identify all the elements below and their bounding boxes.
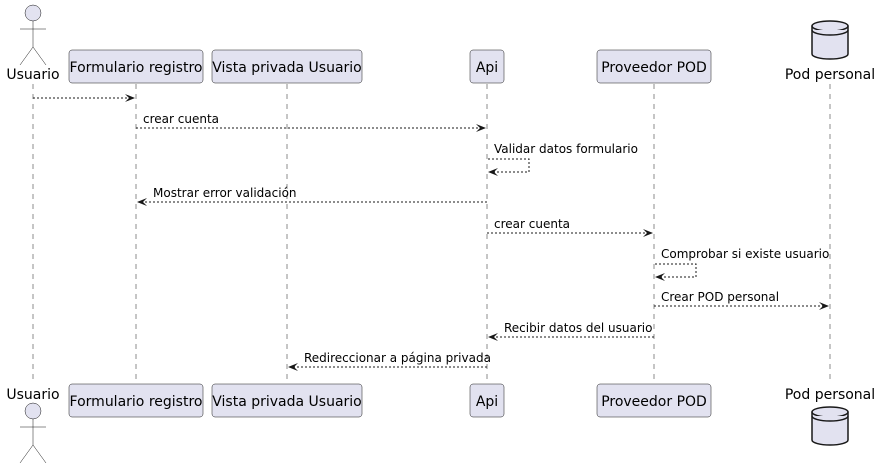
participant-box <box>469 383 505 418</box>
participant-top-proveedor: Proveedor POD <box>596 49 712 84</box>
database-icon <box>811 406 849 446</box>
participant-bottom-pod: Pod personal <box>785 387 875 446</box>
participants-bottom: Usuario Formulario registro Vista privada … <box>6 383 875 464</box>
message-3: Validar datos formulario <box>488 142 638 176</box>
message-8: Recibir datos del usuario <box>488 321 654 341</box>
message-6: Comprobar si existe usuario <box>655 247 829 281</box>
participant-label: Pod personal <box>785 387 875 403</box>
participant-top-vista: Vista privada Usuario <box>211 49 363 84</box>
message-7: Crear POD personal <box>654 290 829 310</box>
actor-icon <box>19 4 47 66</box>
participant-top-usuario: Usuario <box>6 4 60 83</box>
message-2: crear cuenta <box>136 112 486 132</box>
actor-icon <box>19 402 47 464</box>
participant-label: Proveedor POD <box>601 60 707 76</box>
message-1 <box>33 94 135 102</box>
database-icon <box>811 20 849 60</box>
participant-box <box>211 383 363 418</box>
participant-box <box>469 49 505 84</box>
message-label: Comprobar si existe usuario <box>661 247 829 261</box>
message-5: crear cuenta <box>487 217 653 237</box>
participant-bottom-api: Api <box>469 383 505 418</box>
message-label: Validar datos formulario <box>494 142 638 156</box>
participant-label: Formulario registro <box>70 394 203 410</box>
participant-label: Usuario <box>6 67 59 83</box>
participant-bottom-formulario: Formulario registro <box>68 383 204 418</box>
participant-label: Usuario <box>6 387 59 403</box>
participant-box <box>596 49 712 84</box>
participant-box <box>596 383 712 418</box>
participant-label: Vista privada Usuario <box>212 60 362 76</box>
message-label: Crear POD personal <box>661 290 779 304</box>
participants-top: Usuario Formulario registro Vista privada … <box>6 4 875 84</box>
participant-bottom-vista: Vista privada Usuario <box>211 383 363 418</box>
message-line <box>655 263 697 278</box>
participant-label: Api <box>476 60 498 76</box>
participant-top-formulario: Formulario registro <box>68 49 204 84</box>
participant-label: Formulario registro <box>70 60 203 76</box>
message-label: Mostrar error validación <box>153 186 297 200</box>
message-line <box>488 158 530 173</box>
participant-top-api: Api <box>469 49 505 84</box>
participant-box <box>68 49 204 84</box>
participant-label: Api <box>476 394 498 410</box>
participant-label: Proveedor POD <box>601 394 707 410</box>
participant-box <box>211 49 363 84</box>
participant-label: Vista privada Usuario <box>212 394 362 410</box>
participant-bottom-proveedor: Proveedor POD <box>596 383 712 418</box>
participant-top-pod: Pod personal <box>785 20 875 83</box>
participant-label: Pod personal <box>785 67 875 83</box>
message-4: Mostrar error validación <box>137 186 487 206</box>
message-label: crear cuenta <box>143 112 219 126</box>
message-label: crear cuenta <box>494 217 570 231</box>
message-label: Redireccionar a página privada <box>304 351 491 365</box>
lifelines <box>32 84 831 383</box>
message-label: Recibir datos del usuario <box>504 321 652 335</box>
participant-bottom-usuario: Usuario <box>6 387 60 464</box>
participant-box <box>68 383 204 418</box>
message-9: Redireccionar a página privada <box>288 351 491 371</box>
